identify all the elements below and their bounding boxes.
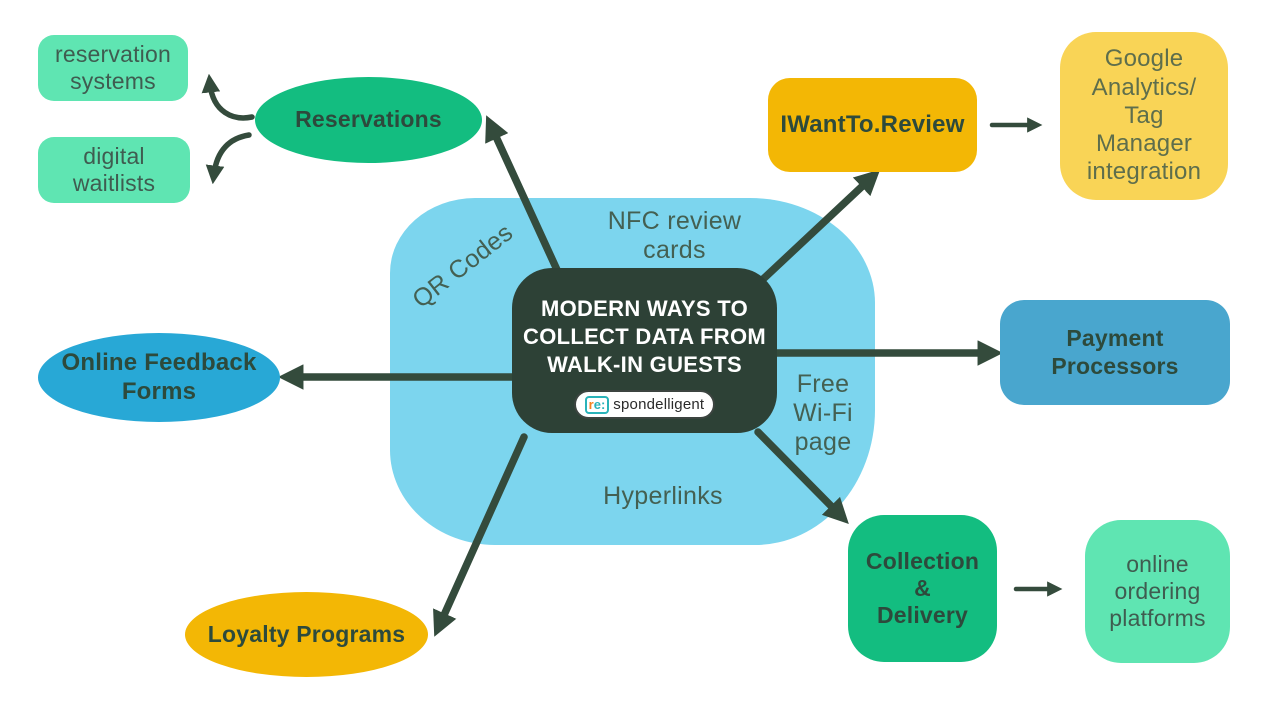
- edge-reservations-to-waitlists: [205, 132, 252, 185]
- logo-wordmark: spondelligent: [613, 396, 705, 414]
- node-loyalty-programs: Loyalty Programs: [185, 592, 428, 677]
- label-nfc-review-cards: NFC review cards: [607, 207, 742, 264]
- node-reservation-systems: reservation systems: [38, 35, 188, 101]
- central-title: MODERN WAYS TO COLLECT DATA FROM WALK-IN…: [523, 296, 766, 378]
- label-free-wifi-page: Free Wi-Fi page: [793, 370, 853, 456]
- node-online-ordering: online ordering platforms: [1085, 520, 1230, 663]
- node-iwantto-review: IWantTo.Review: [768, 78, 977, 172]
- node-google-analytics: Google Analytics/ Tag Manager integratio…: [1060, 32, 1228, 200]
- label-hyperlinks: Hyperlinks: [603, 482, 723, 510]
- edge-center-to-loyalty: [433, 433, 528, 637]
- central-topic: MODERN WAYS TO COLLECT DATA FROM WALK-IN…: [512, 268, 777, 433]
- node-reservations: Reservations: [255, 77, 482, 163]
- edge-reservations-to-systems: [201, 73, 255, 121]
- edge-center-to-collection: [754, 428, 849, 524]
- node-payment-processors: Payment Processors: [1000, 300, 1230, 405]
- logo-re-r: r: [588, 396, 594, 412]
- node-online-feedback-forms: Online Feedback Forms: [38, 333, 280, 422]
- edge-center-to-reservations: [485, 115, 562, 276]
- logo-re-e: e:: [593, 396, 606, 412]
- node-collection-delivery: Collection & Delivery: [848, 515, 997, 662]
- node-digital-waitlists: digital waitlists: [38, 137, 190, 203]
- edge-center-to-iwantto: [756, 169, 881, 286]
